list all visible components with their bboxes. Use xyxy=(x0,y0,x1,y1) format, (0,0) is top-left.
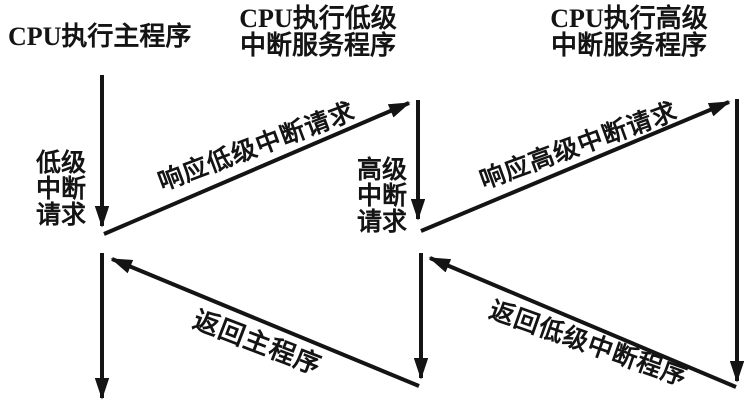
main-program-title: CPU执行主程序 xyxy=(8,22,192,51)
respond-low-interrupt-arrow xyxy=(103,101,411,236)
low-isr-title: CPU执行低级 中断服务程序 xyxy=(232,5,404,59)
low-interrupt-request-line1: 低级 xyxy=(35,150,86,177)
low-isr-title-line2: 中断服务程序 xyxy=(239,31,396,60)
high-interrupt-request-line3: 请求 xyxy=(356,209,407,236)
low-interrupt-request-line2: 中断 xyxy=(35,176,86,203)
high-interrupt-request-line2: 中断 xyxy=(356,183,407,210)
high-interrupt-request-label: 高级 中断 请求 xyxy=(350,158,414,236)
return-main-program-arrow xyxy=(110,257,420,388)
high-isr-title-line2: 中断服务程序 xyxy=(550,31,707,60)
low-interrupt-request-label: 低级 中断 请求 xyxy=(30,151,92,229)
return-low-isr-arrow xyxy=(428,256,737,389)
respond-high-interrupt-arrow xyxy=(420,100,731,233)
high-isr-title: CPU执行高级 中断服务程序 xyxy=(543,5,715,59)
low-interrupt-request-line3: 请求 xyxy=(35,202,86,229)
high-interrupt-request-line1: 高级 xyxy=(356,157,407,184)
high-isr-title-line1: CPU执行高级 xyxy=(550,4,708,33)
low-isr-title-line1: CPU执行低级 xyxy=(239,4,397,33)
